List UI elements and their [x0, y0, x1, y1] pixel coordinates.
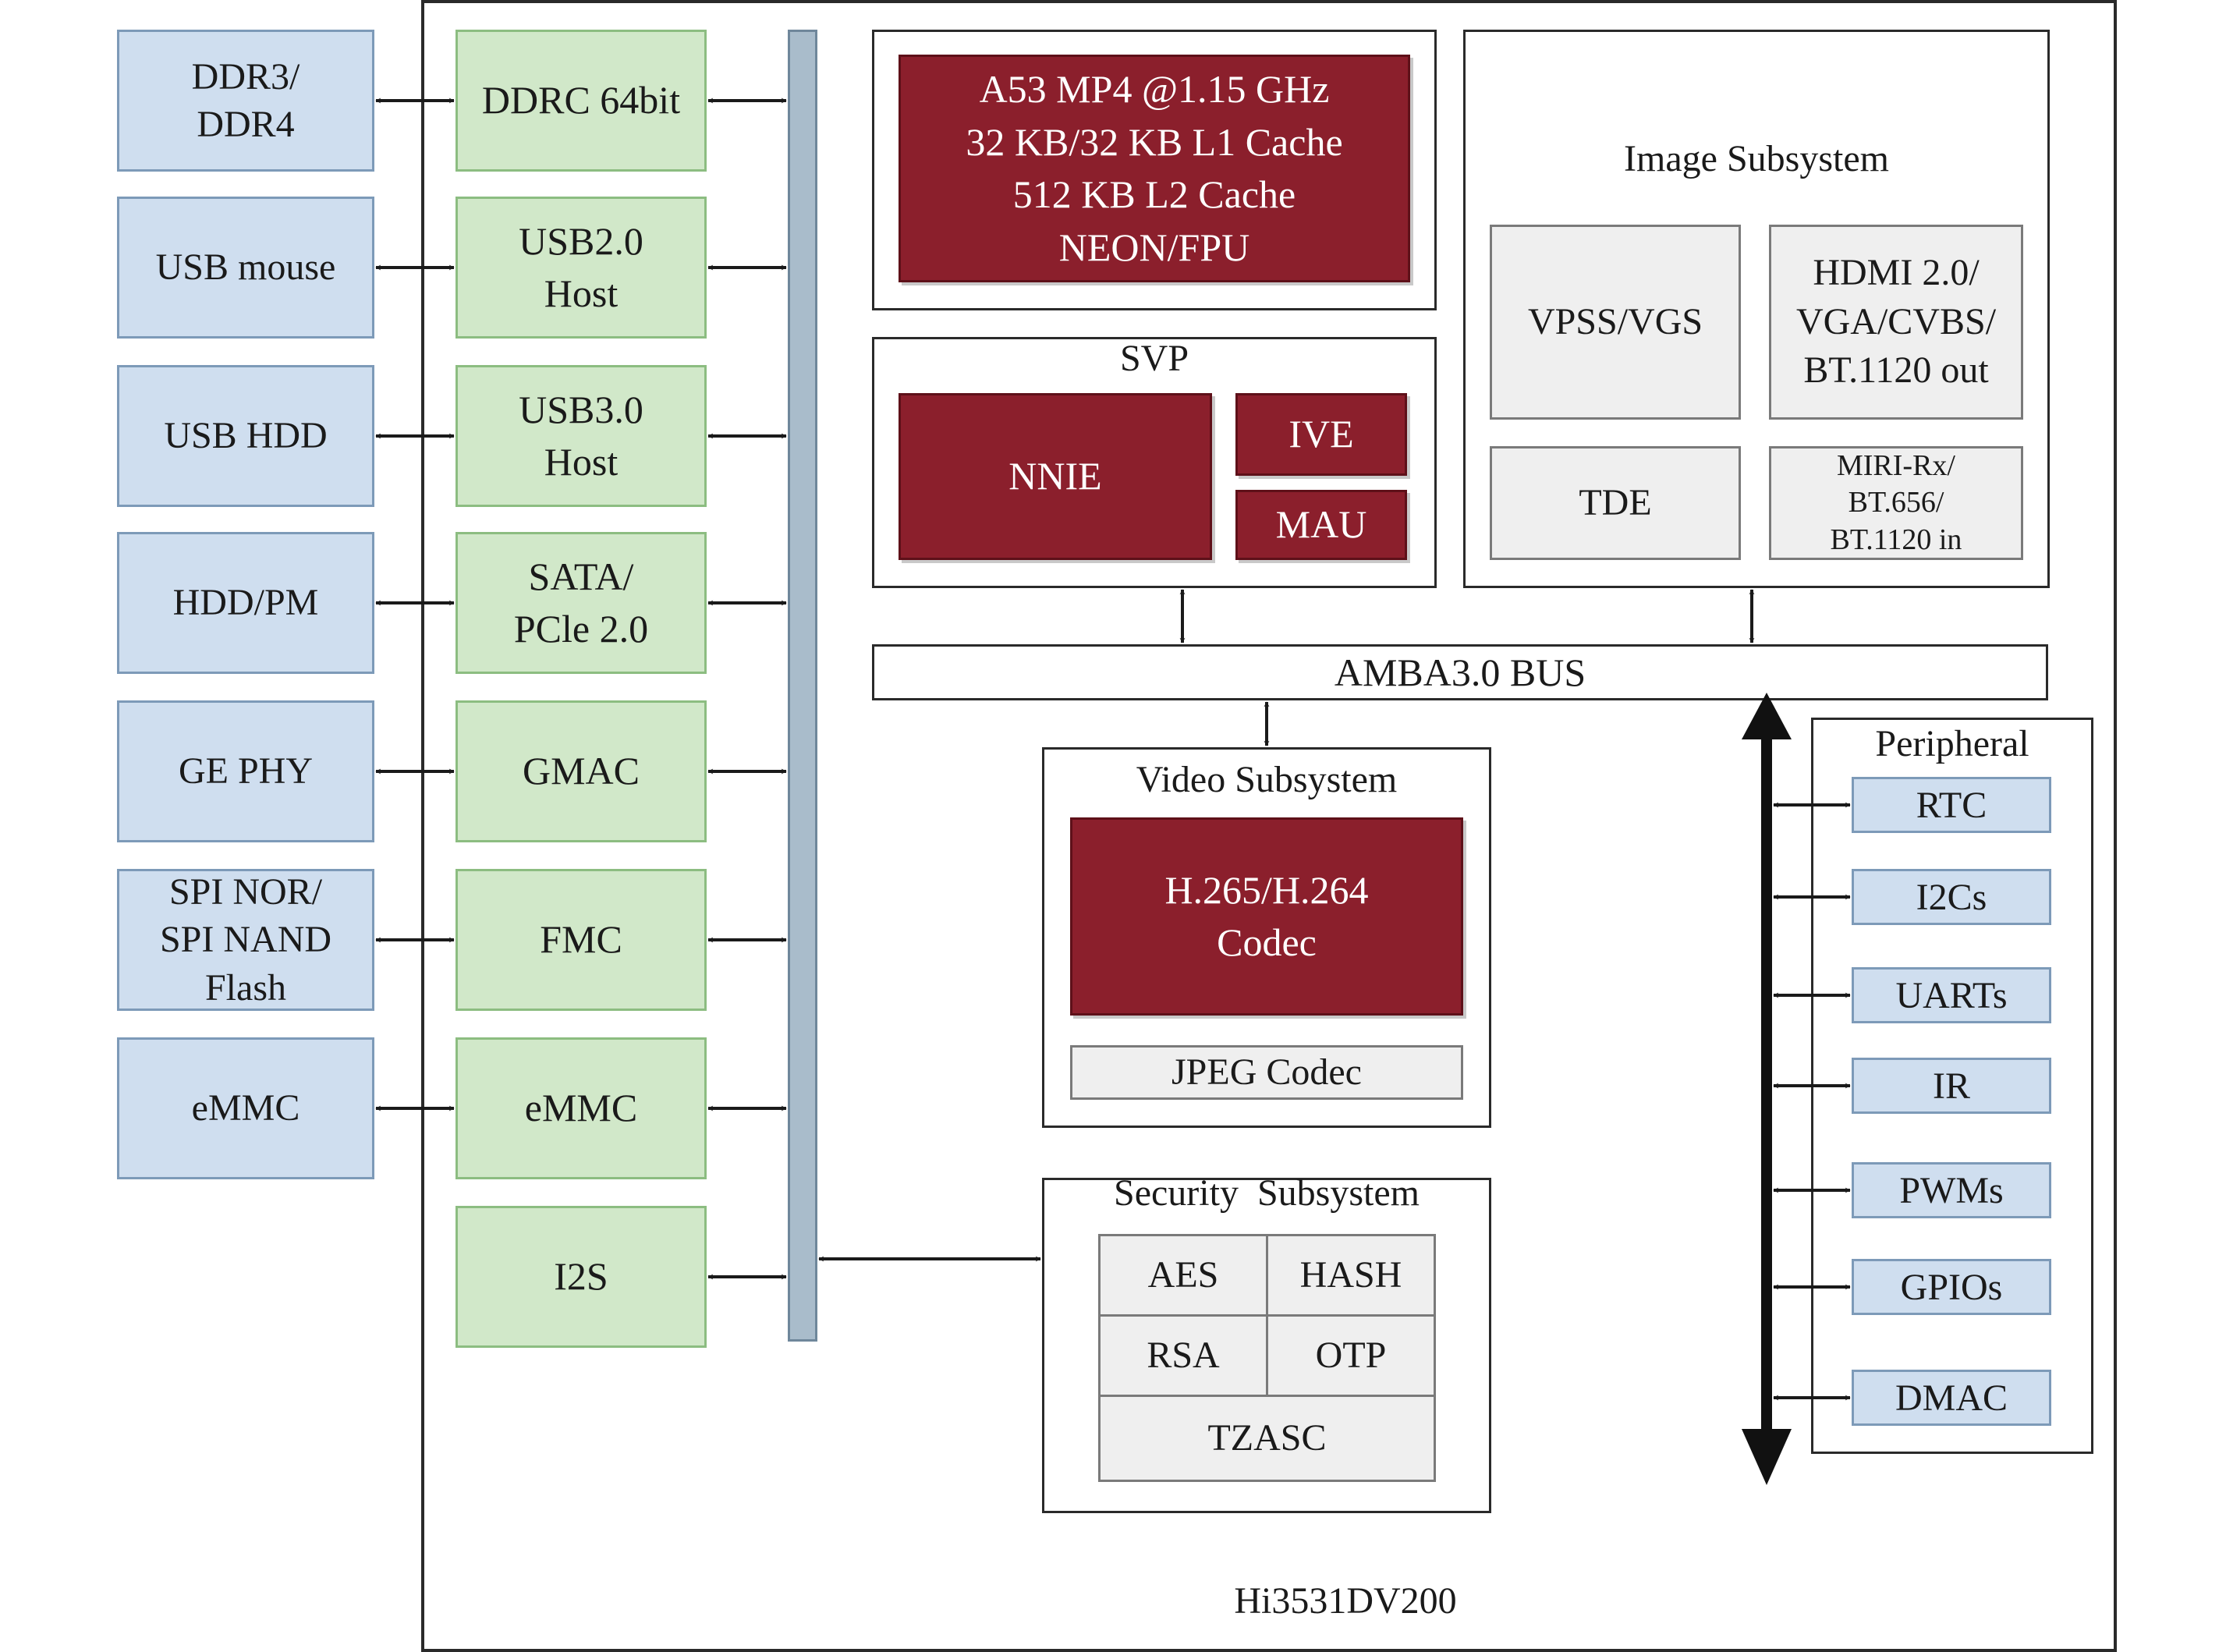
security-hash: HASH [1266, 1234, 1436, 1317]
system-bus-bar [788, 30, 817, 1342]
video-jpeg-codec: JPEG Codec [1070, 1045, 1463, 1100]
image-miri-in-label: MIRI-Rx/ BT.656/ BT.1120 in [1830, 448, 1962, 556]
peripheral-bus-shaft [1761, 736, 1772, 1432]
cpu-block: A53 MP4 @1.15 GHz 32 KB/32 KB L1 Cache 5… [899, 55, 1410, 282]
security-aes-label: AES [1147, 1253, 1219, 1296]
external-device-usb-hdd-label: USB HDD [164, 415, 328, 457]
controller-i2s-label: I2S [554, 1254, 608, 1299]
controller-sata-pcie: SATA/ PCle 2.0 [455, 532, 707, 674]
peripheral-uarts-label: UARTs [1895, 974, 2008, 1016]
video-codec-label: H.265/H.264 Codec [1164, 867, 1369, 965]
external-device-usb-mouse-label: USB mouse [155, 246, 336, 289]
peripheral-bus-top-head [1742, 693, 1792, 739]
external-device-ddr: DDR3/ DDR4 [117, 30, 374, 172]
peripheral-gpios-label: GPIOs [1900, 1266, 2003, 1308]
controller-usb3: USB3.0 Host [455, 365, 707, 507]
external-device-spi-flash-label: SPI NOR/ SPI NAND Flash [159, 870, 332, 1009]
external-device-hdd-pm-label: HDD/PM [172, 582, 319, 624]
controller-usb3-label: USB3.0 Host [519, 387, 643, 484]
controller-fmc: FMC [455, 869, 707, 1011]
video-subsystem-title: Video Subsystem [1136, 759, 1398, 800]
image-miri-in: MIRI-Rx/ BT.656/ BT.1120 in [1769, 446, 2023, 560]
peripheral-uarts: UARTs [1852, 967, 2051, 1023]
external-device-ddr-label: DDR3/ DDR4 [191, 55, 300, 145]
peripheral-dmac: DMAC [1852, 1370, 2051, 1426]
image-tde: TDE [1490, 446, 1741, 560]
security-tzasc-label: TZASC [1207, 1416, 1327, 1459]
svp-mau-label: MAU [1275, 502, 1367, 547]
svp-mau: MAU [1235, 490, 1407, 560]
image-subsystem-title: Image Subsystem [1624, 138, 1889, 179]
security-rsa: RSA [1098, 1314, 1268, 1397]
controller-emmc-label: eMMC [524, 1086, 638, 1130]
video-codec: H.265/H.264 Codec [1070, 817, 1463, 1016]
svp-nnie: NNIE [899, 393, 1212, 560]
security-hash-label: HASH [1299, 1253, 1402, 1296]
svp-ive: IVE [1235, 393, 1407, 476]
security-otp: OTP [1266, 1314, 1436, 1397]
svp-nnie-label: NNIE [1008, 454, 1102, 498]
security-subsystem-title: Security Subsystem [1114, 1172, 1420, 1214]
peripheral-pwms-label: PWMs [1899, 1169, 2004, 1211]
peripheral-bus [1742, 693, 1792, 1485]
bus-link-arrows [707, 97, 1041, 1280]
controller-fmc-label: FMC [540, 917, 622, 962]
video-jpeg-codec-label: JPEG Codec [1171, 1051, 1362, 1093]
cpu-label: A53 MP4 @1.15 GHz 32 KB/32 KB L1 Cache 5… [966, 67, 1343, 269]
external-device-ge-phy: GE PHY [117, 700, 374, 842]
controller-sata-pcie-label: SATA/ PCle 2.0 [513, 554, 649, 651]
peripheral-dmac-label: DMAC [1895, 1377, 2008, 1419]
peripheral-gpios: GPIOs [1852, 1259, 2051, 1315]
svp-ive-label: IVE [1288, 412, 1354, 456]
external-device-emmc: eMMC [117, 1037, 374, 1179]
amba-link-arrows [1179, 589, 1755, 746]
chip-name: Hi3531DV200 [1234, 1580, 1457, 1622]
controller-gmac-label: GMAC [522, 749, 640, 793]
controller-gmac: GMAC [455, 700, 707, 842]
controller-emmc: eMMC [455, 1037, 707, 1179]
device-link-arrows [375, 97, 455, 1111]
peripheral-bus-bottom-head [1742, 1429, 1792, 1485]
peripheral-ir-label: IR [1933, 1065, 1970, 1107]
svp-title: SVP [1119, 338, 1189, 379]
peripheral-rtc-label: RTC [1916, 784, 1987, 826]
controller-ddrc: DDRC 64bit [455, 30, 707, 172]
external-device-emmc-label: eMMC [191, 1087, 300, 1129]
security-aes: AES [1098, 1234, 1268, 1317]
image-hdmi-out: HDMI 2.0/ VGA/CVBS/ BT.1120 out [1769, 225, 2023, 420]
image-vpss-vgs: VPSS/VGS [1490, 225, 1741, 420]
controller-usb2: USB2.0 Host [455, 197, 707, 339]
controller-usb2-label: USB2.0 Host [519, 218, 643, 316]
security-otp-label: OTP [1315, 1334, 1387, 1376]
peripheral-ir: IR [1852, 1058, 2051, 1114]
external-device-spi-flash: SPI NOR/ SPI NAND Flash [117, 869, 374, 1011]
peripheral-i2cs: I2Cs [1852, 869, 2051, 925]
peripheral-link-arrows [1773, 802, 1851, 1401]
controller-ddrc-label: DDRC 64bit [481, 78, 681, 122]
peripheral-rtc: RTC [1852, 777, 2051, 833]
amba-bus: AMBA3.0 BUS [872, 644, 2048, 700]
amba-bus-label: AMBA3.0 BUS [1334, 651, 1586, 694]
external-device-usb-mouse: USB mouse [117, 197, 374, 339]
security-rsa-label: RSA [1147, 1334, 1220, 1376]
external-device-usb-hdd: USB HDD [117, 365, 374, 507]
controller-i2s: I2S [455, 1206, 707, 1348]
image-vpss-vgs-label: VPSS/VGS [1527, 300, 1703, 342]
peripheral-title: Peripheral [1875, 723, 2029, 764]
image-hdmi-out-label: HDMI 2.0/ VGA/CVBS/ BT.1120 out [1795, 252, 1997, 392]
peripheral-i2cs-label: I2Cs [1916, 876, 1987, 918]
external-device-hdd-pm: HDD/PM [117, 532, 374, 674]
security-tzasc: TZASC [1098, 1395, 1436, 1482]
external-device-ge-phy-label: GE PHY [178, 750, 313, 792]
peripheral-pwms: PWMs [1852, 1162, 2051, 1218]
image-tde-label: TDE [1579, 481, 1652, 523]
